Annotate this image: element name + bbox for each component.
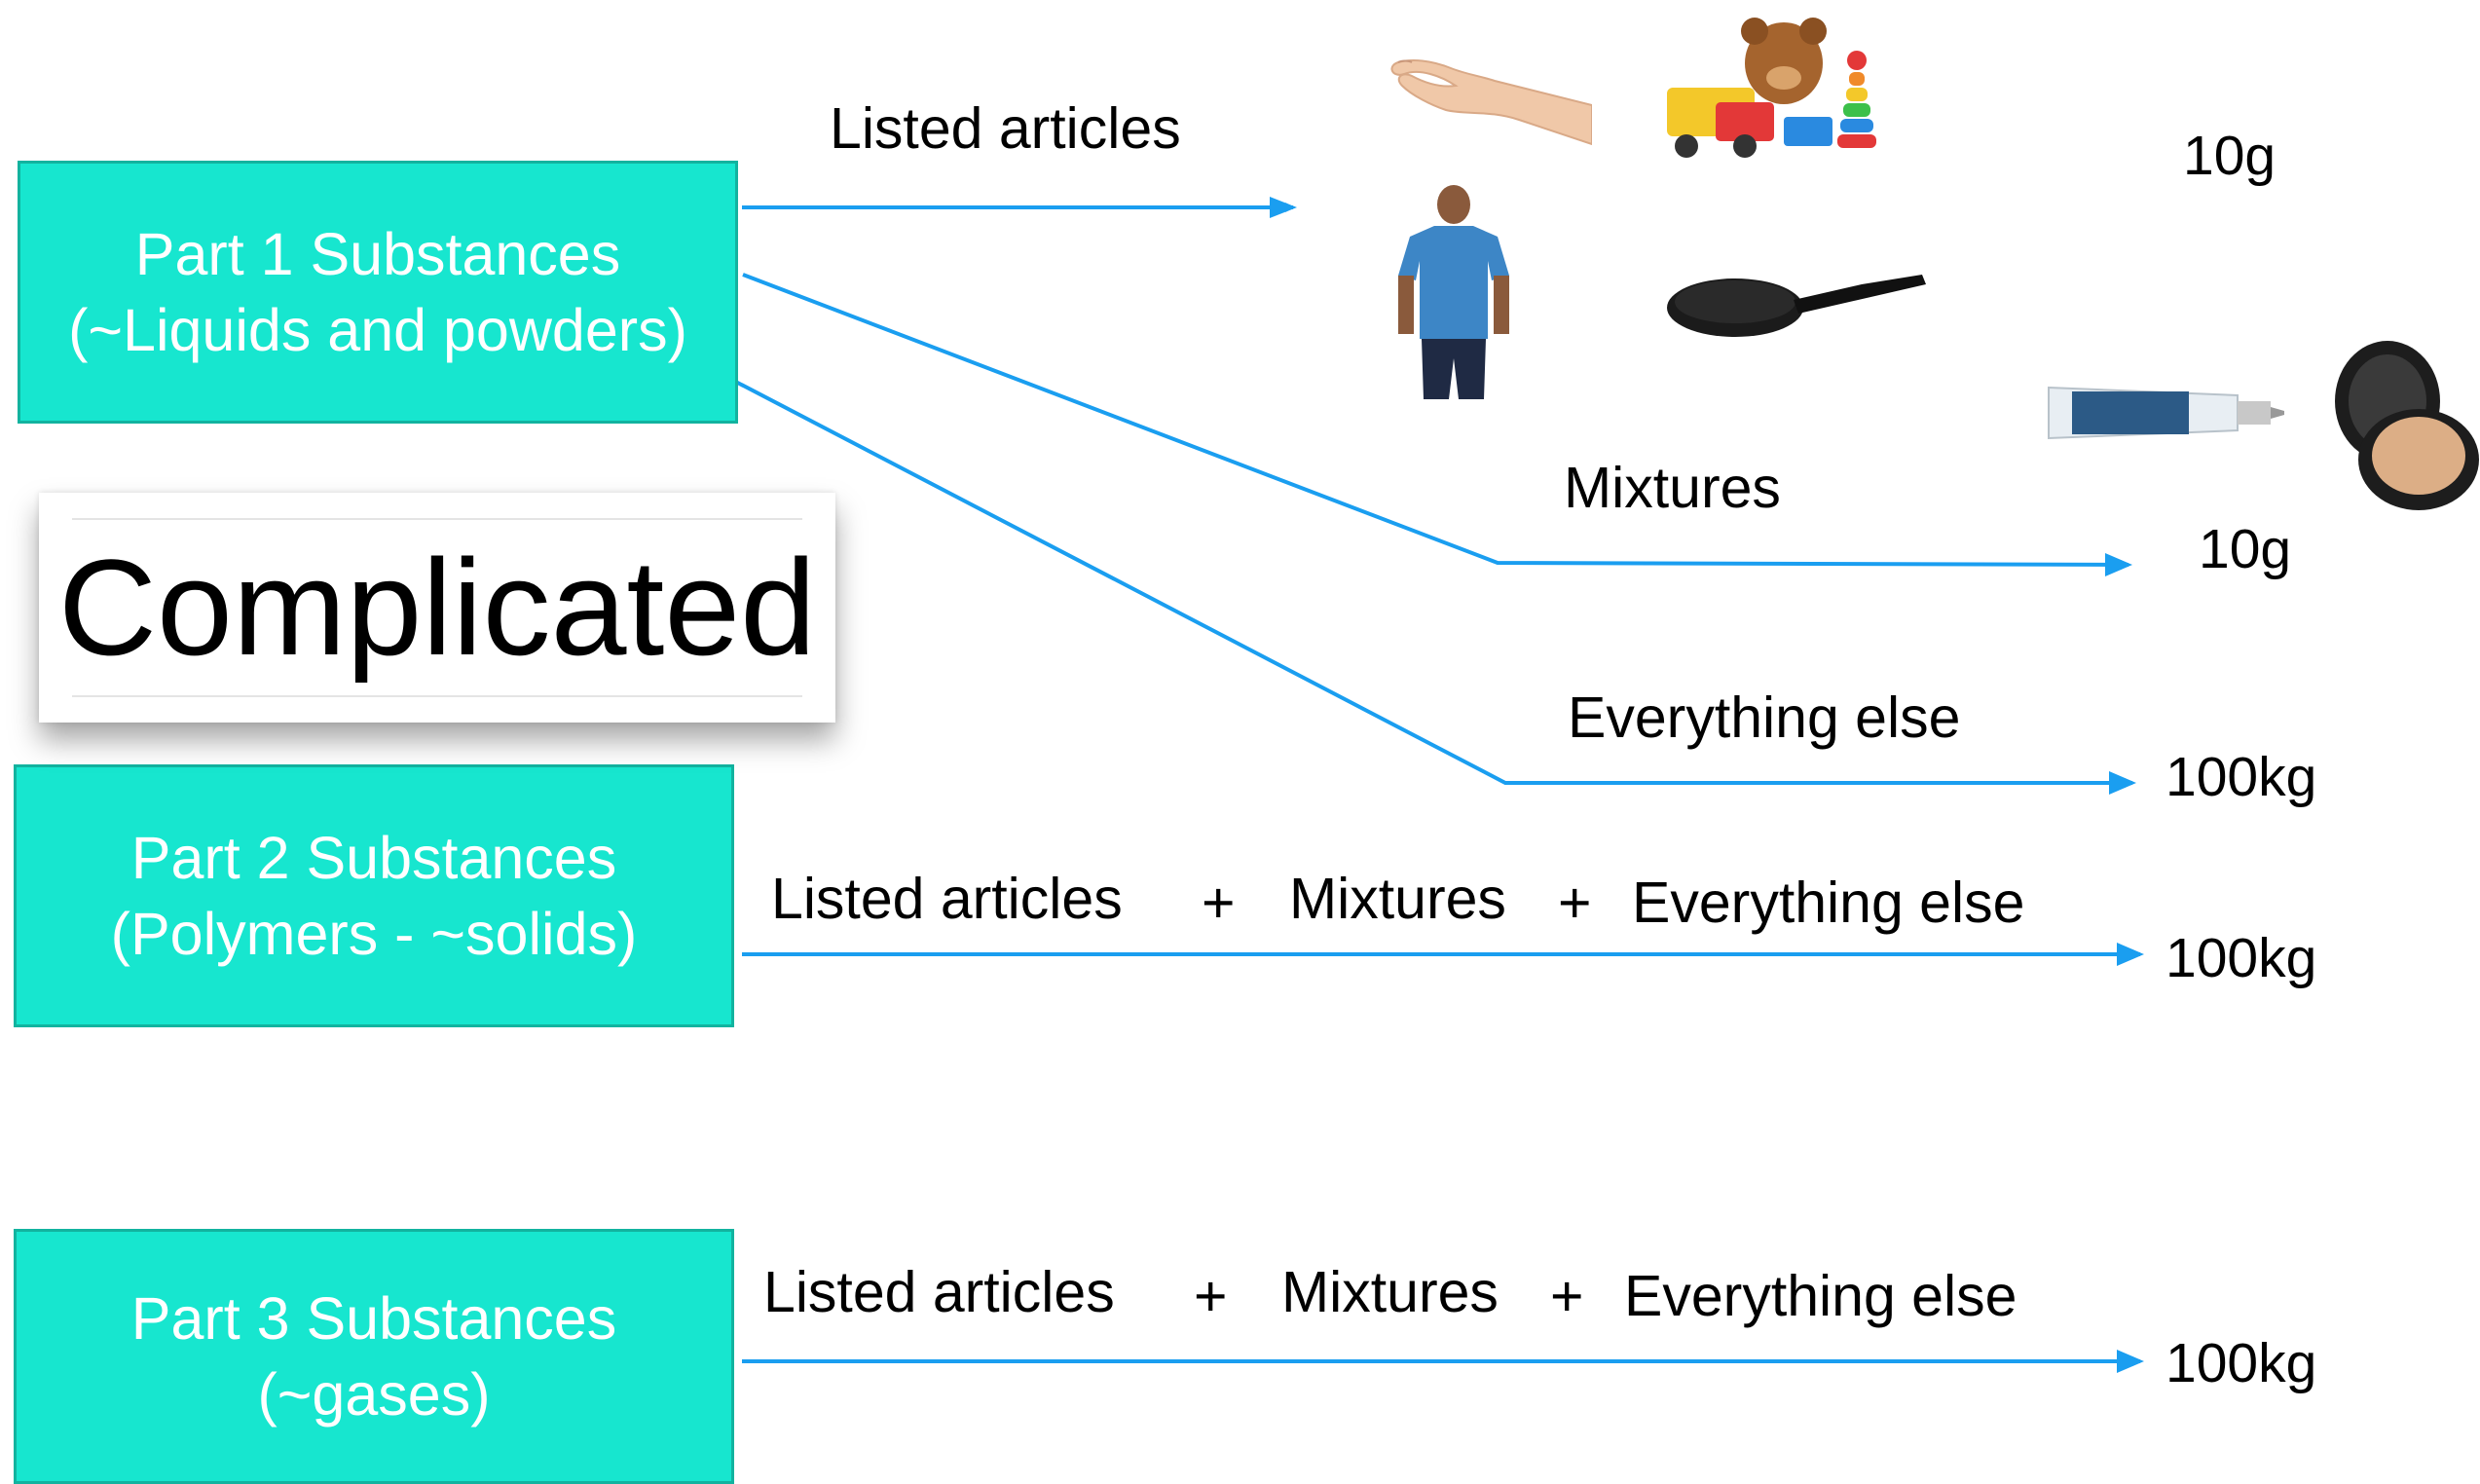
part3-label-everything: Everything else xyxy=(1624,1264,2017,1328)
compact-powder-photo xyxy=(2335,341,2479,510)
toys-photo xyxy=(1667,18,1876,158)
part2-label-listed: Listed articles xyxy=(771,867,1123,931)
hand-photo xyxy=(1390,59,1592,146)
part1-subtitle: (~Liquids and powders) xyxy=(68,297,687,363)
tube-product-photo xyxy=(2048,386,2284,440)
value-listed-articles: 10g xyxy=(2183,125,2276,187)
arrow-mixtures xyxy=(742,273,2130,570)
part1-title: Part 1 Substances xyxy=(134,221,621,287)
label-listed-articles: Listed articles xyxy=(830,96,1181,161)
label-mixtures: Mixtures xyxy=(1564,456,1781,520)
part2-plus-1: + xyxy=(1202,871,1236,935)
part2-label-mixtures: Mixtures xyxy=(1289,867,1506,931)
value-mixtures: 10g xyxy=(2199,518,2292,580)
arrow-everything-else xyxy=(727,376,2134,788)
part3-subtitle: (~gases) xyxy=(257,1361,491,1428)
part3-label-mixtures: Mixtures xyxy=(1281,1260,1499,1324)
part3-plus-1: + xyxy=(1194,1264,1228,1328)
value-part2: 100kg xyxy=(2165,927,2317,989)
callout-text: Complicated xyxy=(57,531,817,684)
part3-box: Part 3 Substances (~gases) xyxy=(14,1229,734,1484)
part3-label-listed: Listed articles xyxy=(763,1260,1115,1324)
person-tshirt-photo xyxy=(1398,185,1509,399)
part2-box: Part 2 Substances (Polymers - ~solids) xyxy=(14,764,734,1027)
part3-title: Part 3 Substances xyxy=(130,1285,617,1352)
part2-plus-2: + xyxy=(1558,871,1592,935)
value-part3: 100kg xyxy=(2165,1332,2317,1394)
part2-subtitle: (Polymers - ~solids) xyxy=(110,901,638,967)
part2-title: Part 2 Substances xyxy=(130,825,617,891)
label-everything-else: Everything else xyxy=(1568,686,1961,750)
complicated-callout: Complicated xyxy=(39,493,835,723)
frying-pan-photo xyxy=(1667,275,1926,337)
value-everything-else: 100kg xyxy=(2165,746,2317,808)
part3-plus-2: + xyxy=(1550,1264,1584,1328)
part1-box: Part 1 Substances (~Liquids and powders) xyxy=(18,161,738,424)
part2-label-everything: Everything else xyxy=(1632,871,2025,935)
